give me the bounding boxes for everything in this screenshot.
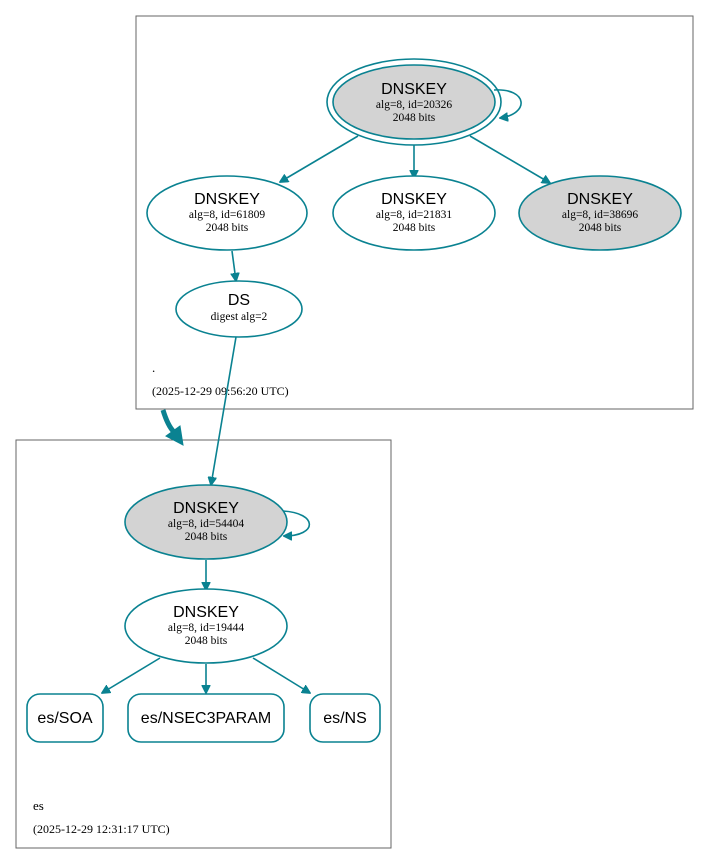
edge-zsk-to-soa	[102, 657, 161, 693]
node-root-zsk-38696: DNSKEY alg=8, id=38696 2048 bits	[518, 175, 682, 251]
node-es-nsec3param: es/NSEC3PARAM	[127, 693, 285, 743]
zone-root-timestamp: (2025-12-29 09:56:20 UTC)	[152, 384, 289, 398]
edge-ksk-to-zsk1	[280, 135, 359, 182]
node-root-zsk2-title: DNSKEY	[381, 191, 447, 208]
node-es-ksk-title: DNSKEY	[173, 500, 239, 517]
node-root-zsk1-id: alg=8, id=61809	[189, 209, 265, 221]
node-es-zsk-bits: 2048 bits	[185, 635, 228, 647]
node-root-zsk2-id: alg=8, id=21831	[376, 209, 452, 221]
node-root-zsk3-bits: 2048 bits	[579, 222, 622, 234]
node-es-ns-label: es/NS	[323, 710, 367, 727]
node-root-zsk3-title: DNSKEY	[567, 191, 633, 208]
edge-es-ksk-self	[282, 510, 311, 536]
node-root-zsk2-bits: 2048 bits	[393, 222, 436, 234]
node-ds-title: DS	[228, 292, 250, 309]
zone-root-name: .	[152, 360, 155, 375]
edge-ds-to-es-ksk	[211, 336, 237, 485]
node-root-ksk: DNSKEY alg=8, id=20326 2048 bits	[326, 58, 502, 146]
node-root-zsk3-id: alg=8, id=38696	[562, 209, 638, 221]
delegation-arrow	[160, 409, 184, 446]
node-es-ksk-bits: 2048 bits	[185, 531, 228, 543]
node-root-ksk-id: alg=8, id=20326	[376, 99, 452, 111]
node-root-zsk1-title: DNSKEY	[194, 191, 260, 208]
zone-es-timestamp: (2025-12-29 12:31:17 UTC)	[33, 822, 170, 836]
node-ds-digest: digest alg=2	[211, 311, 268, 323]
node-es-zsk-title: DNSKEY	[173, 604, 239, 621]
node-es-nsec3param-label: es/NSEC3PARAM	[141, 710, 271, 727]
edge-zsk-to-ns	[252, 657, 310, 693]
edge-ksk-to-zsk3	[469, 135, 550, 183]
node-es-soa-label: es/SOA	[37, 710, 92, 727]
edge-root-ksk-self	[493, 89, 522, 118]
node-es-ksk-id: alg=8, id=54404	[168, 518, 244, 530]
node-ds: DS digest alg=2	[175, 280, 303, 338]
edges	[102, 89, 550, 693]
node-es-ksk: DNSKEY alg=8, id=54404 2048 bits	[124, 484, 288, 560]
node-es-zsk-id: alg=8, id=19444	[168, 622, 244, 634]
zone-root-box	[135, 15, 694, 410]
zone-es-box	[15, 439, 392, 849]
node-root-zsk1-bits: 2048 bits	[206, 222, 249, 234]
edge-zsk1-to-ds	[232, 250, 236, 281]
node-es-ns: es/NS	[309, 693, 381, 743]
node-root-zsk-21831: DNSKEY alg=8, id=21831 2048 bits	[332, 175, 496, 251]
node-es-soa: es/SOA	[26, 693, 104, 743]
node-root-zsk-61809: DNSKEY alg=8, id=61809 2048 bits	[146, 175, 308, 251]
node-es-zsk: DNSKEY alg=8, id=19444 2048 bits	[124, 588, 288, 664]
node-root-ksk-bits: 2048 bits	[393, 112, 436, 124]
node-root-ksk-title: DNSKEY	[381, 81, 447, 98]
zone-es-name: es	[33, 798, 44, 813]
